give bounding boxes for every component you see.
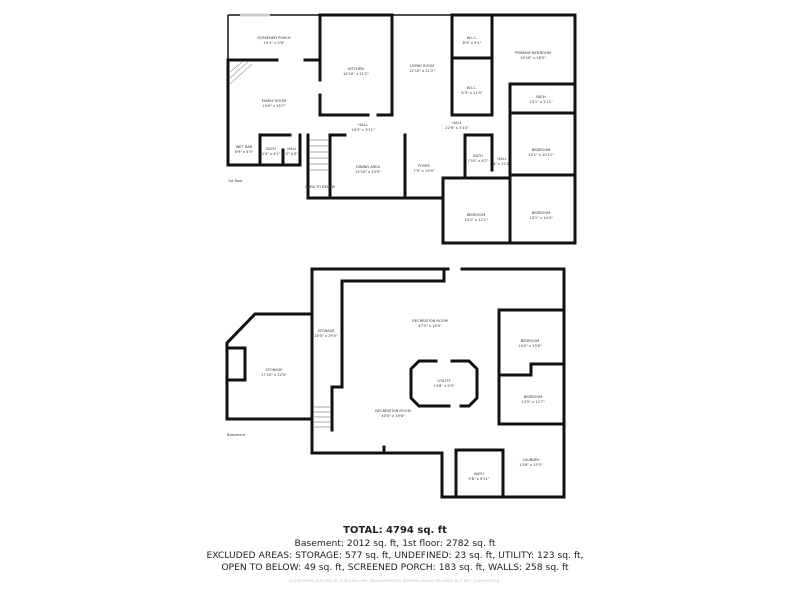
room-label: BEDROOM xyxy=(524,395,543,399)
floor-label: Basement xyxy=(227,433,246,437)
total-area: TOTAL: 4794 sq. ft xyxy=(343,525,447,536)
room-dims: 12'10" x 21'2" xyxy=(409,69,435,73)
room-dims: 13'1" x 14'4" xyxy=(529,216,553,220)
room-label: BEDROOM xyxy=(521,339,540,343)
room-dims: 6'2" x 6'1" xyxy=(283,152,302,156)
room-label: RECREATION ROOM xyxy=(375,409,410,413)
room-label: BEDROOM xyxy=(532,148,551,152)
room-dims: 14'1" x 12'1" xyxy=(464,218,488,222)
room-label: BATH xyxy=(536,95,546,99)
room-dims: 7'10" x 8'7" xyxy=(467,159,488,163)
excluded-areas: EXCLUDED AREAS: STORAGE: 577 sq. ft, UND… xyxy=(206,550,584,561)
room-label: LIVING ROOM xyxy=(410,64,434,68)
room-label: FOYER xyxy=(418,164,430,168)
room-label: UTILITY xyxy=(437,379,451,383)
room-dims: 14'10" x 21'2" xyxy=(343,72,369,76)
basement-labels: RECREATION ROOM 47'5" x 19'5" STORAGE 28… xyxy=(227,319,545,481)
room-label: BATH xyxy=(266,147,276,151)
room-label: HALL xyxy=(287,147,296,151)
room-label: HALL xyxy=(452,121,461,125)
room-dims: 19'1" x 9'6" xyxy=(263,41,284,45)
room-dims: 8'3" x 11'9" xyxy=(461,91,482,95)
room-label: DINING AREA xyxy=(356,165,380,169)
room-dims: 13'1" x 10'11" xyxy=(528,153,554,157)
room-label: KITCHEN xyxy=(348,67,364,71)
room-label: RECREATION ROOM xyxy=(412,319,447,323)
room-dims: 8'3" x 9'1" xyxy=(463,41,482,45)
room-dims: 28'0" x 29'5" xyxy=(314,334,338,338)
room-label: PRIMARY BEDROOM xyxy=(515,51,551,55)
room-dims: 4'4" x 6'1" xyxy=(262,152,281,156)
room-label: BATH xyxy=(474,472,484,476)
room-dims: 13'8" x 9'3" xyxy=(433,384,454,388)
room-dims: 9'8" x 9'11" xyxy=(468,477,489,481)
room-dims: 13'8" x 15'3" xyxy=(519,463,543,467)
room-label: FAMILY ROOM xyxy=(262,99,286,103)
excluded-areas-continued: OPEN TO BELOW: 49 sq. ft, SCREENED PORCH… xyxy=(221,562,569,573)
room-label: WET BAR xyxy=(236,145,253,149)
room-dims: 13'1" x 5'11" xyxy=(529,100,553,104)
room-label: BEDROOM xyxy=(467,213,486,217)
room-label: STORAGE xyxy=(265,368,283,372)
room-dims: 17'10" x 22'5" xyxy=(261,373,287,377)
room-dims: 18'3" x 3'11" xyxy=(351,128,375,132)
room-dims: 22'6" x 5'10" xyxy=(445,126,469,130)
first-floor-labels: SCREENED PORCH 19'1" x 9'6" KITCHEN 14'1… xyxy=(228,36,554,222)
room-label: BATH xyxy=(473,154,483,158)
floor-label: 1st floor xyxy=(228,179,243,183)
first-floor-walls xyxy=(226,13,577,245)
room-dims: 16'10" x 18'5" xyxy=(520,56,546,60)
room-label: HALL xyxy=(497,157,506,161)
room-label: BEDROOM xyxy=(532,211,551,215)
room-label: HALL xyxy=(358,123,367,127)
room-label: STORAGE xyxy=(317,329,335,333)
room-dims: 14'0" x 13'6" xyxy=(518,344,542,348)
floor-areas: Basement: 2012 sq. ft, 1st floor: 2782 s… xyxy=(294,538,496,549)
room-dims: 47'5" x 19'5" xyxy=(418,324,442,328)
room-dims: 40'0" x 19'8" xyxy=(381,414,405,418)
disclaimer: FLOOR PLAN CREATED BY CUBICASA APP. MEAS… xyxy=(289,579,501,583)
room-dims: 19'9" x 15'7" xyxy=(262,104,286,108)
stair-note: OPEN TO BELOW xyxy=(305,185,336,189)
room-dims: 7'9" x 13'9" xyxy=(413,169,434,173)
room-label: SCREENED PORCH xyxy=(257,36,291,40)
room-label: W.I.C. xyxy=(467,36,477,40)
basement-walls xyxy=(225,267,566,499)
room-dims: 6'9" x 4'5" xyxy=(235,150,254,154)
room-label: LAUNDRY xyxy=(522,458,540,462)
room-label: W.I.C. xyxy=(467,86,477,90)
room-dims: 4' x 12'2" xyxy=(493,162,511,166)
room-dims: 13'5" x 12'7" xyxy=(521,400,545,404)
room-dims: 15'10" x 13'9" xyxy=(355,170,381,174)
